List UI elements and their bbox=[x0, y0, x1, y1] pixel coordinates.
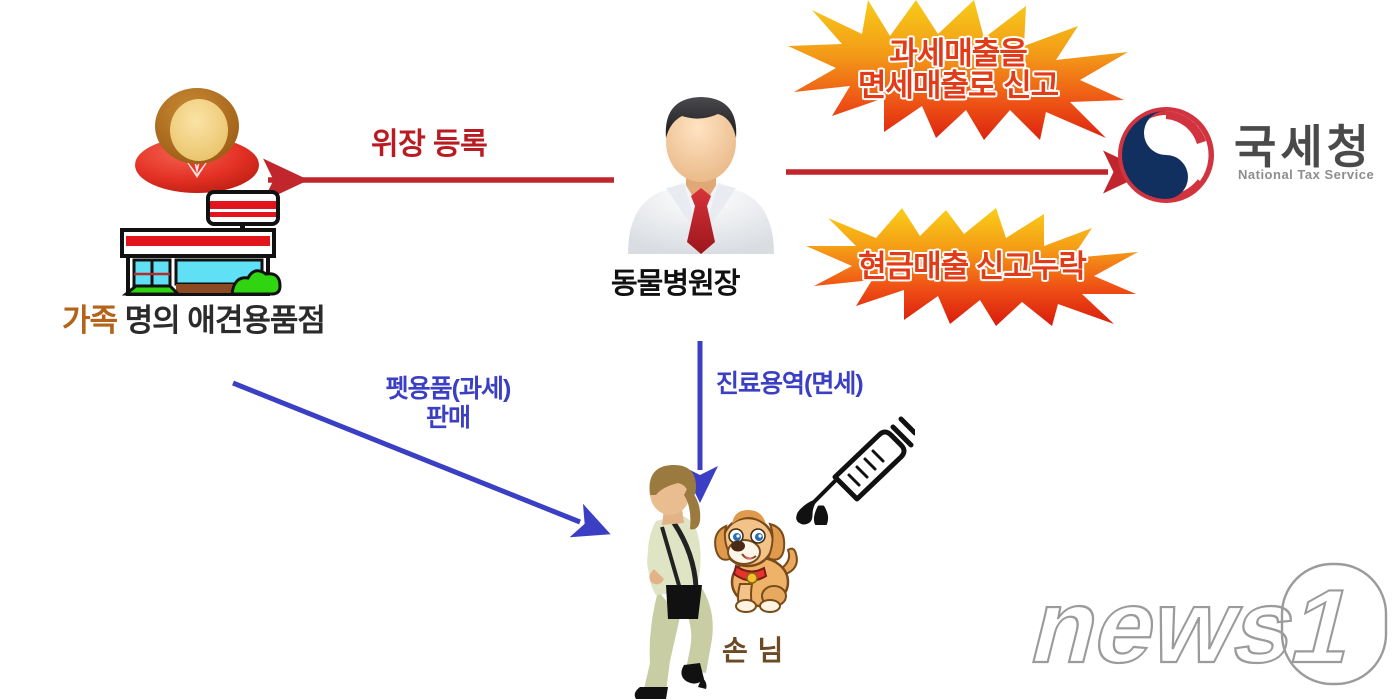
edge-label-disguised-registration: 위장 등록 bbox=[371, 128, 488, 161]
nts-label-en: National Tax Service bbox=[1238, 167, 1375, 182]
dog-icon bbox=[714, 510, 798, 613]
customer-label: 손 님 bbox=[722, 635, 785, 666]
shop-label-highlight: 가족 bbox=[62, 303, 118, 338]
vet-label: 동물병원장 bbox=[611, 268, 740, 300]
burst1-text: 과세매출을 면세매출로 신고 bbox=[788, 0, 1128, 140]
arrow-shop-to-customer bbox=[232, 380, 611, 538]
burst2-line1: 현금매출 신고누락 bbox=[858, 249, 1087, 285]
woman-walking-icon bbox=[634, 465, 713, 699]
doctor-avatar-icon bbox=[628, 97, 774, 254]
edge-label-medical-service: 진료용역(면세) bbox=[716, 370, 864, 399]
edge-label-pet-supplies-sale: 펫용품(과세) 판매 bbox=[358, 375, 538, 433]
nts-logo-group: 국세청 National Tax Service bbox=[1118, 105, 1393, 205]
burst-tax-sales-misreport: 과세매출을 면세매출로 신고 bbox=[788, 0, 1128, 140]
edge-label-pet-supplies-line1: 펫용품(과세) bbox=[385, 375, 512, 403]
female-avatar-icon bbox=[135, 88, 259, 193]
syringe-icon bbox=[796, 416, 915, 525]
nts-label-ko: 국세청 bbox=[1234, 121, 1373, 173]
edge-label-medical-service-line1: 진료용역(면세) bbox=[716, 370, 864, 398]
news1-watermark-circle bbox=[1280, 562, 1388, 686]
convenience-store-icon bbox=[120, 190, 282, 296]
nts-taegeuk-logo bbox=[1118, 107, 1214, 203]
news1-watermark-text: news1 bbox=[1020, 568, 1367, 684]
shop-label-rest: 명의 애견용품점 bbox=[117, 303, 326, 338]
burst1-line1: 과세매출을 bbox=[889, 36, 1028, 72]
news1-watermark: news1 bbox=[1019, 562, 1388, 686]
shop-label: 가족 명의 애견용품점 bbox=[62, 303, 326, 339]
burst2-text: 현금매출 신고누락 bbox=[806, 208, 1138, 326]
edge-label-pet-supplies-line2: 판매 bbox=[425, 403, 471, 432]
burst1-line2: 면세매출로 신고 bbox=[857, 68, 1059, 103]
burst-cash-sales-omission: 현금매출 신고누락 bbox=[806, 208, 1138, 326]
